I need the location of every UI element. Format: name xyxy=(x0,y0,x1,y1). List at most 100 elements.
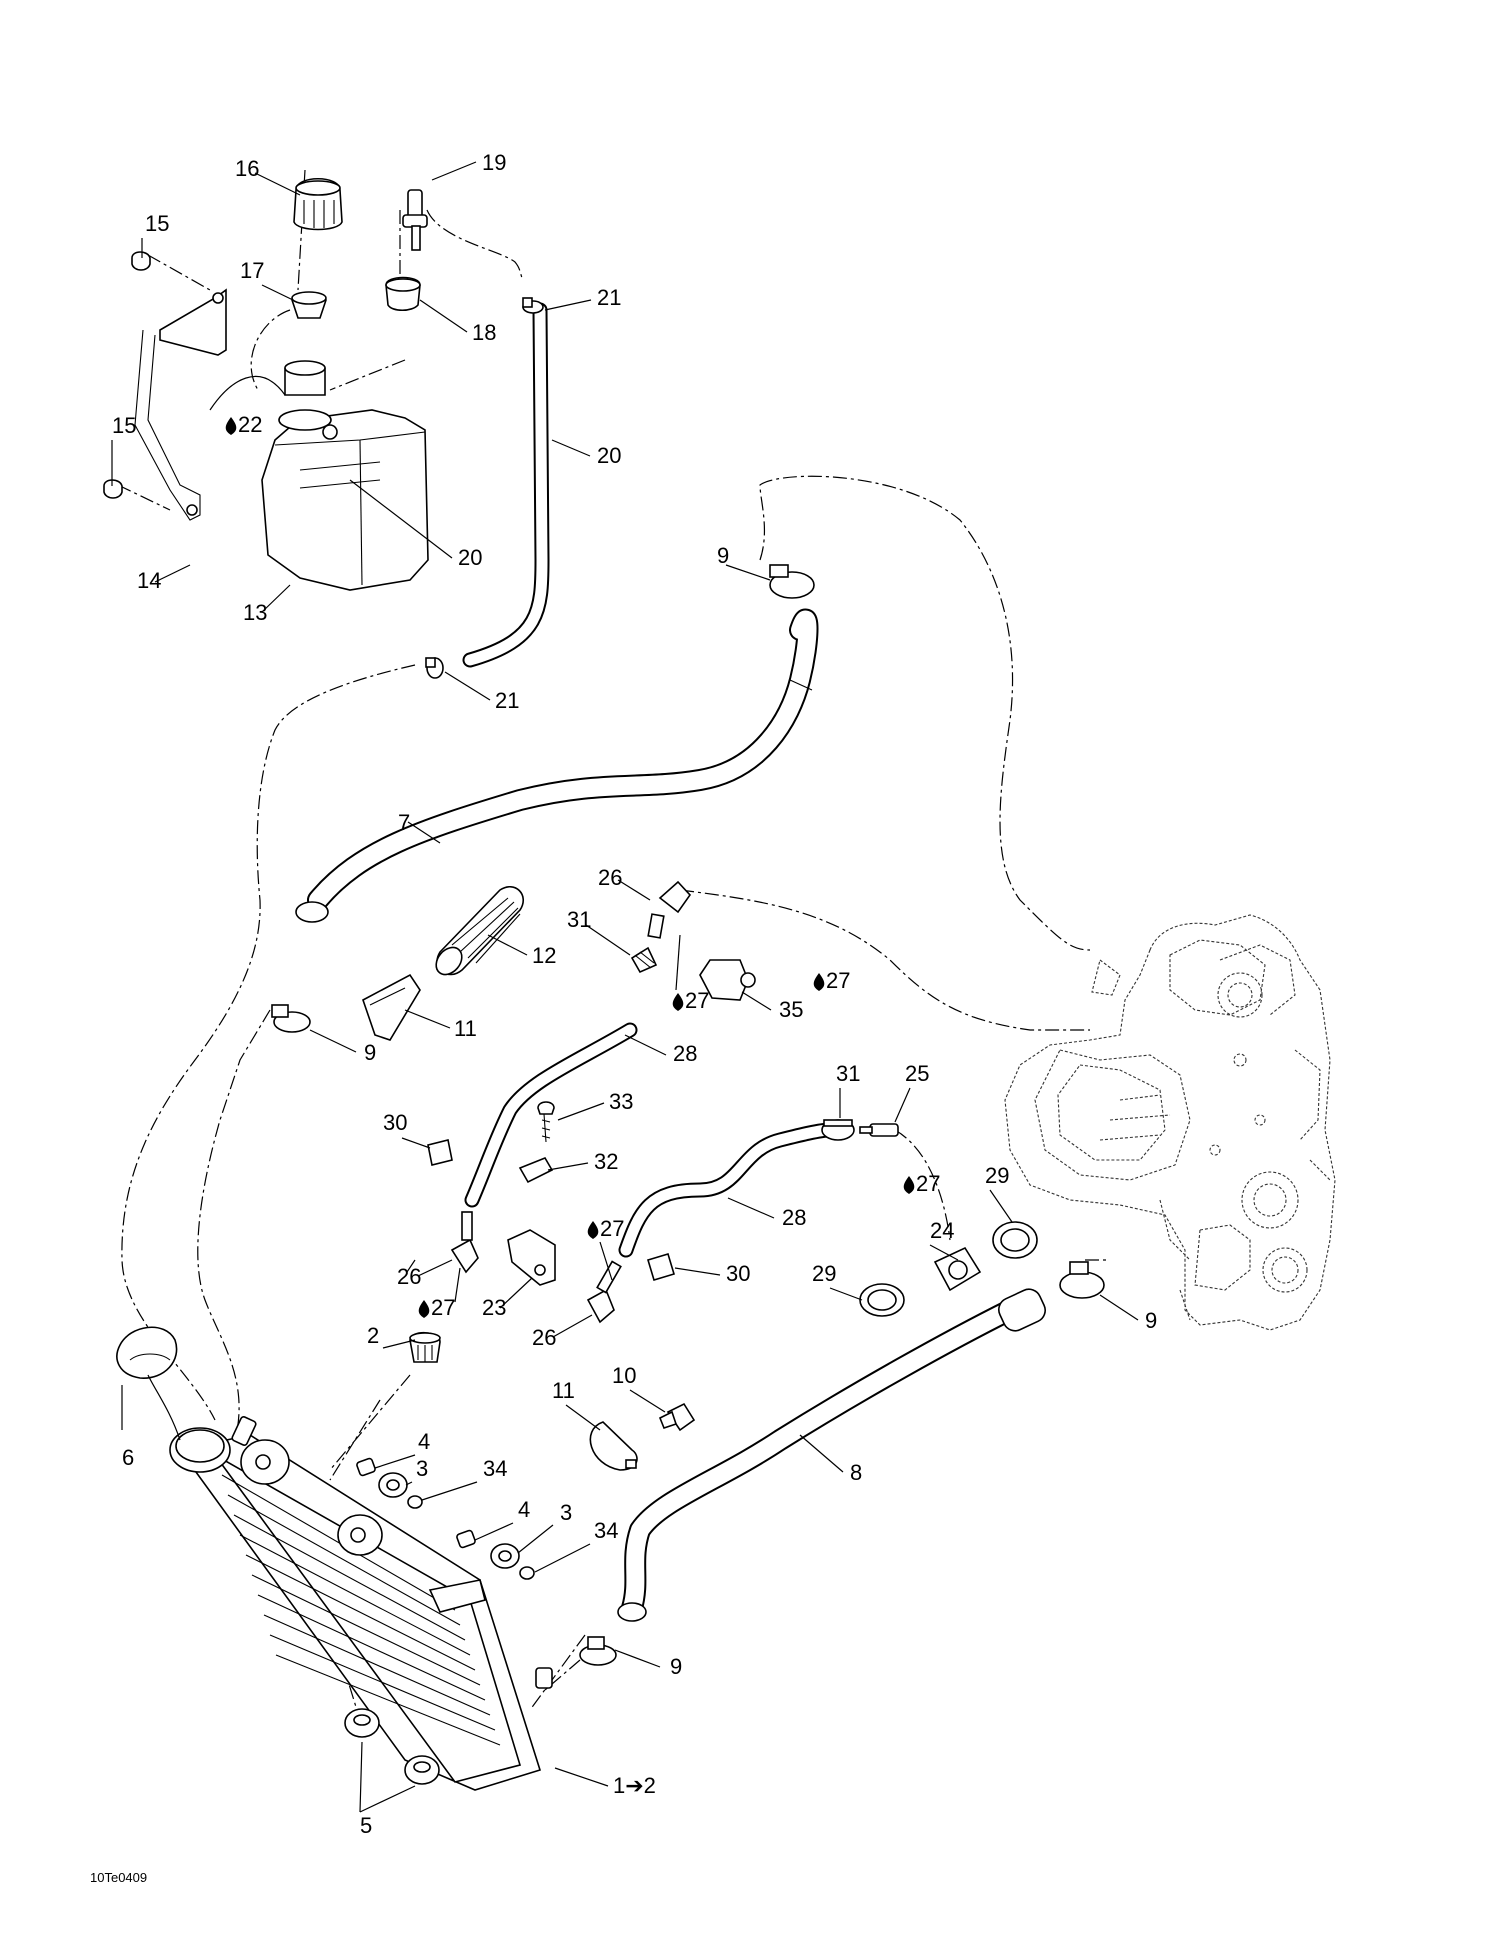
callout-c20a: 20 xyxy=(597,443,621,468)
callout-c19: 19 xyxy=(482,150,506,175)
callout-c35: 35 xyxy=(779,997,803,1022)
callout-number: 31 xyxy=(836,1061,860,1086)
oil-drop-icon xyxy=(225,417,237,435)
callout-c10: 10 xyxy=(612,1363,636,1388)
oil-drop-icon xyxy=(587,1221,599,1239)
callout-number: 17 xyxy=(240,258,264,283)
callout-c3b: 3 xyxy=(560,1500,572,1525)
callout-c27b: 27 xyxy=(672,988,709,1013)
callout-c6: 6 xyxy=(122,1445,134,1470)
callout-c33: 33 xyxy=(609,1089,633,1114)
callout-c9d: 9 xyxy=(670,1654,682,1679)
callout-c24: 24 xyxy=(930,1218,954,1243)
hose-20 xyxy=(462,302,550,668)
callout-number: 8 xyxy=(850,1460,862,1485)
callout-number: 28 xyxy=(673,1041,697,1066)
radiator-cap xyxy=(116,1326,178,1379)
callout-number: 1➔2 xyxy=(613,1773,656,1798)
clip-11 xyxy=(362,973,638,1471)
callout-number: 9 xyxy=(1145,1308,1157,1333)
hose-28-lower xyxy=(618,1122,838,1258)
engine-outline xyxy=(1004,914,1336,1331)
tank-cap xyxy=(293,178,343,231)
bracket-35 xyxy=(699,959,756,1001)
callout-c14: 14 xyxy=(137,568,161,593)
callout-number: 15 xyxy=(112,413,136,438)
temperature-sensor-25 xyxy=(859,1123,899,1137)
callout-number: 27 xyxy=(600,1216,624,1241)
rubber-mount-15 xyxy=(103,251,151,499)
hose-clamp-31 xyxy=(630,946,855,1141)
callout-c15b: 15 xyxy=(112,413,136,438)
callout-c27d: 27 xyxy=(587,1216,624,1241)
callout-c27c: 27 xyxy=(903,1171,940,1196)
filler-insert xyxy=(291,291,327,319)
callout-number: 5 xyxy=(360,1813,372,1838)
callout-c30b: 30 xyxy=(726,1261,750,1286)
callout-number: 27 xyxy=(826,968,850,993)
callout-c27a: 27 xyxy=(813,968,850,993)
sleeve-30 xyxy=(427,1139,675,1281)
callout-c28a: 28 xyxy=(673,1041,697,1066)
callout-c31b: 31 xyxy=(836,1061,860,1086)
callout-c29b: 29 xyxy=(812,1261,836,1286)
callout-c17: 17 xyxy=(240,258,264,283)
callout-number: 35 xyxy=(779,997,803,1022)
callout-c9a: 9 xyxy=(717,543,729,568)
callout-number: 20 xyxy=(597,443,621,468)
callout-number: 23 xyxy=(482,1295,506,1320)
callout-c34a: 34 xyxy=(483,1456,507,1481)
callout-number: 14 xyxy=(137,568,161,593)
oil-drop-icon xyxy=(813,973,825,991)
callout-c15a: 15 xyxy=(145,211,169,236)
callout-number: 10 xyxy=(612,1363,636,1388)
callout-c30a: 30 xyxy=(383,1110,407,1135)
washer-34 xyxy=(407,1495,535,1580)
callout-c9b: 9 xyxy=(364,1040,376,1065)
callout-c26a: 26 xyxy=(598,865,622,890)
callout-c27e: 27 xyxy=(418,1295,455,1320)
callout-c25: 25 xyxy=(905,1061,929,1086)
callout-c21b: 21 xyxy=(495,688,519,713)
callout-number: 21 xyxy=(495,688,519,713)
callout-number: 21 xyxy=(597,285,621,310)
support-23 xyxy=(507,1229,556,1286)
callout-number: 12 xyxy=(532,943,556,968)
callout-number: 26 xyxy=(532,1325,556,1350)
callout-c13: 13 xyxy=(243,600,267,625)
tank-bracket xyxy=(134,288,227,521)
nut-32 xyxy=(518,1157,554,1184)
callout-c23: 23 xyxy=(482,1295,506,1320)
callout-number: 34 xyxy=(594,1518,618,1543)
callout-number: 31 xyxy=(567,907,591,932)
callout-number: 19 xyxy=(482,150,506,175)
callout-number: 16 xyxy=(235,156,259,181)
callout-number: 27 xyxy=(916,1171,940,1196)
spacer-4 xyxy=(356,1457,476,1549)
callout-number: 4 xyxy=(418,1429,430,1454)
callout-number: 6 xyxy=(122,1445,134,1470)
callout-number: 25 xyxy=(905,1061,929,1086)
expansion-tank xyxy=(261,360,429,591)
grommet-3 xyxy=(378,1472,520,1569)
callout-number: 32 xyxy=(594,1149,618,1174)
radiator xyxy=(169,1416,553,1791)
callout-c5: 5 xyxy=(360,1813,372,1838)
callout-number: 3 xyxy=(560,1500,572,1525)
drawing-code: 10Te0409 xyxy=(90,1870,147,1885)
callout-number: 28 xyxy=(782,1205,806,1230)
callout-number: 7 xyxy=(398,810,410,835)
callout-c3a: 3 xyxy=(416,1456,428,1481)
leader-lines xyxy=(111,161,1139,1813)
callout-c1: 1➔2 xyxy=(613,1773,656,1798)
callout-c2: 2 xyxy=(367,1323,379,1348)
callout-c28b: 28 xyxy=(782,1205,806,1230)
callout-number: 34 xyxy=(483,1456,507,1481)
callout-c34b: 34 xyxy=(594,1518,618,1543)
callout-number: 26 xyxy=(598,865,622,890)
callout-c29a: 29 xyxy=(985,1163,1009,1188)
callout-number: 29 xyxy=(812,1261,836,1286)
hose-7 xyxy=(295,608,819,923)
callout-number: 29 xyxy=(985,1163,1009,1188)
